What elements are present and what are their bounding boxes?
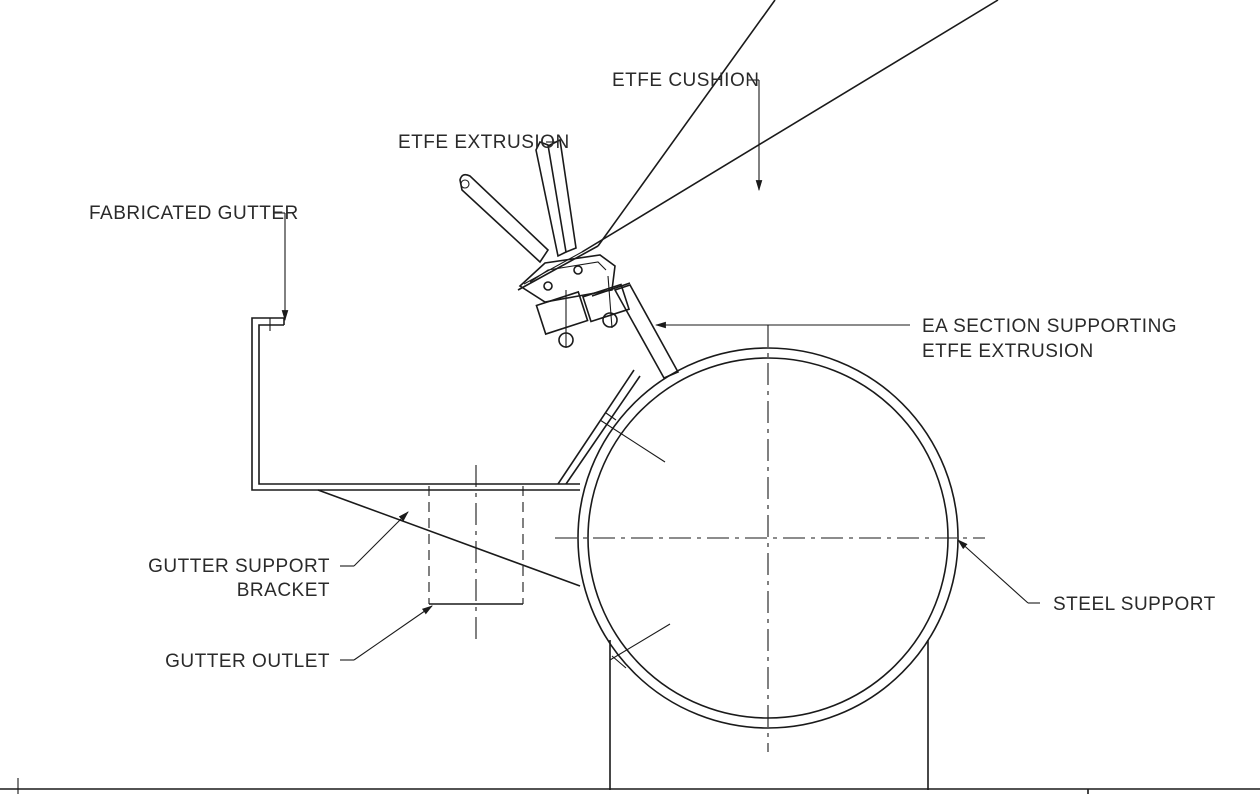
gutter-support-bracket	[317, 369, 671, 669]
leader-etfe-cushion	[748, 79, 763, 192]
sheet-border	[0, 778, 1260, 794]
ea-section	[591, 282, 680, 380]
etfe-extrusion-label: ETFE EXTRUSION	[398, 132, 570, 153]
gutter-outlet-label: GUTTER OUTLET	[165, 651, 330, 672]
etfe-cushion-label: ETFE CUSHION	[612, 70, 759, 91]
fabricated-gutter	[251, 317, 580, 491]
leader-steel-support	[957, 539, 1040, 604]
gutter-outlet	[428, 465, 524, 640]
gutter-support-label-line2: BRACKET	[237, 580, 330, 601]
ea-section-label-line1: EA SECTION SUPPORTING	[922, 316, 1177, 337]
etfe-extrusion-assembly	[459, 138, 631, 348]
support-column	[609, 640, 929, 790]
fabricated-gutter-label: FABRICATED GUTTER	[89, 203, 299, 224]
steel-support-tube	[555, 325, 985, 752]
etfe-cushion	[517, 0, 999, 291]
leader-gutter-support	[340, 511, 409, 567]
steel-support-label: STEEL SUPPORT	[1053, 594, 1216, 615]
ea-section-label-line2: ETFE EXTRUSION	[922, 341, 1094, 362]
leader-gutter-outlet	[340, 605, 433, 661]
gutter-support-label-line1: GUTTER SUPPORT	[148, 556, 330, 577]
leader-fabricated-gutter	[273, 212, 289, 322]
